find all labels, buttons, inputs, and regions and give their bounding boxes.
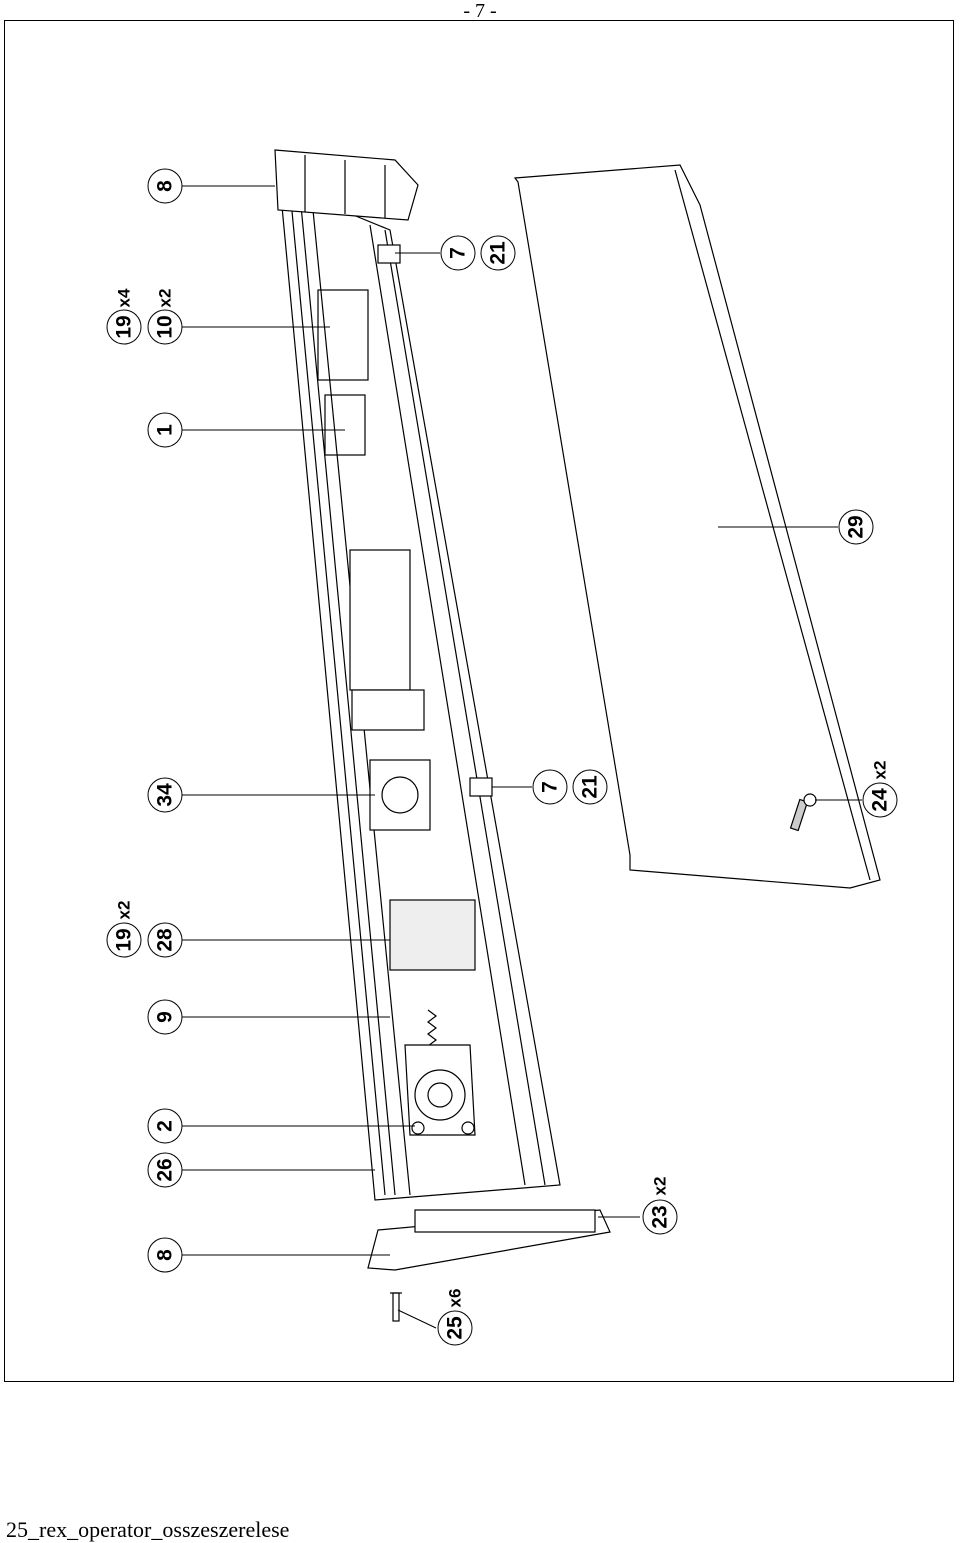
leader-lines xyxy=(182,185,862,1329)
motor-controller xyxy=(349,549,411,691)
callout-34: 34 xyxy=(147,777,183,813)
callout-23-x2: 23 x2 xyxy=(642,1177,678,1235)
cover-panel xyxy=(513,164,881,889)
svg-text:9: 9 xyxy=(154,1011,177,1023)
power-supply xyxy=(324,394,366,456)
callout-2: 2 xyxy=(147,1108,183,1144)
svg-text:x2: x2 xyxy=(115,901,134,920)
callout-24-x2: 24 x2 xyxy=(862,761,898,818)
bracket-fixture-top xyxy=(377,244,401,264)
callout-29: 29 xyxy=(838,509,874,545)
transformer xyxy=(351,689,425,731)
callout-25-x6: 25 x6 xyxy=(437,1289,473,1346)
callout-7-middle: 7 xyxy=(532,769,568,805)
screw-25 xyxy=(390,1292,402,1322)
svg-text:34: 34 xyxy=(154,783,177,807)
svg-text:19: 19 xyxy=(113,928,136,951)
svg-text:7: 7 xyxy=(539,781,562,793)
callout-21-middle: 21 xyxy=(572,769,608,805)
svg-text:28: 28 xyxy=(154,928,177,952)
callout-9: 9 xyxy=(147,999,183,1035)
svg-text:7: 7 xyxy=(447,247,470,259)
callout-19-x2: 19 x2 xyxy=(106,901,142,958)
bracket-fixture-middle xyxy=(469,777,493,797)
callout-8-bottom: 8 xyxy=(147,1237,183,1273)
svg-text:21: 21 xyxy=(579,775,602,799)
idler-pulley xyxy=(404,1044,476,1136)
svg-text:25: 25 xyxy=(444,1316,467,1340)
svg-text:2: 2 xyxy=(154,1120,177,1132)
svg-text:x6: x6 xyxy=(446,1289,465,1308)
svg-text:x2: x2 xyxy=(871,761,890,780)
callout-19-x4: 19 x4 xyxy=(106,288,142,345)
svg-text:26: 26 xyxy=(154,1158,177,1181)
callout-26: 26 xyxy=(147,1152,183,1188)
svg-text:10: 10 xyxy=(154,315,177,338)
end-cap-top xyxy=(274,149,419,221)
svg-text:x4: x4 xyxy=(115,288,134,307)
callout-8-top: 8 xyxy=(147,168,183,204)
callout-7-top: 7 xyxy=(440,235,476,271)
svg-text:24: 24 xyxy=(869,788,892,812)
end-cap-bottom xyxy=(367,1209,611,1271)
svg-text:29: 29 xyxy=(845,515,868,538)
exploded-assembly-diagram: 8 19 x4 10 x2 1 34 19 x2 28 xyxy=(106,149,898,1346)
svg-text:x2: x2 xyxy=(156,289,175,308)
svg-text:8: 8 xyxy=(154,1249,177,1261)
document-footer: 25_rex_operator_osszeszerelese xyxy=(6,1517,290,1542)
svg-text:19: 19 xyxy=(113,315,136,338)
callout-10-x2: 10 x2 xyxy=(147,289,183,345)
callout-28: 28 xyxy=(147,922,183,958)
diagram-frame xyxy=(4,20,954,1382)
svg-text:x2: x2 xyxy=(651,1177,670,1196)
svg-text:1: 1 xyxy=(154,424,177,436)
callout-1: 1 xyxy=(147,412,183,448)
callout-21-top: 21 xyxy=(480,235,516,271)
drive-motor xyxy=(369,759,431,831)
svg-text:21: 21 xyxy=(487,241,510,265)
screw-24 xyxy=(789,793,817,832)
carriage-block xyxy=(389,899,476,971)
page-number: - 7 - xyxy=(463,0,497,22)
control-board xyxy=(317,289,369,381)
svg-text:8: 8 xyxy=(154,180,177,192)
svg-text:23: 23 xyxy=(649,1205,672,1228)
